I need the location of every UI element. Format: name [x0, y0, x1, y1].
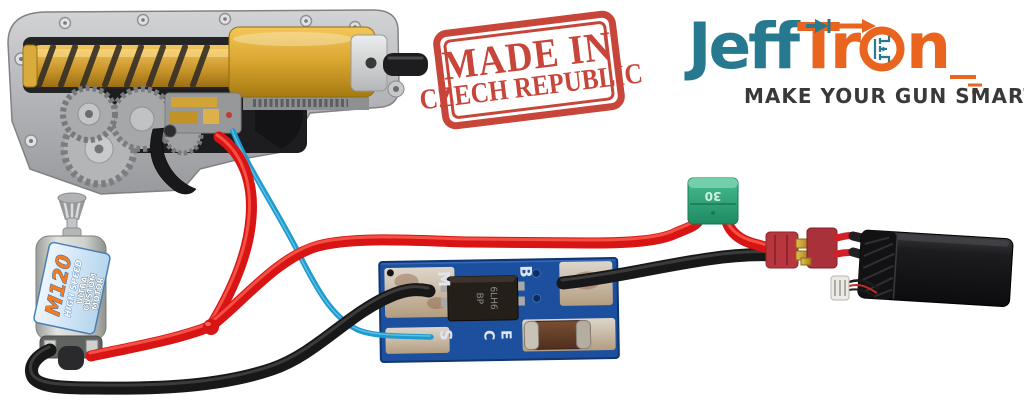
nozzle	[383, 53, 428, 76]
battery-assembly	[765, 227, 1014, 308]
motor-endbell	[39, 335, 103, 370]
blade-fuse: 30	[687, 177, 739, 225]
jefftron-logo: JeffTr n MAKE YOUR	[688, 8, 1024, 112]
trigger-contacts	[164, 92, 242, 134]
balance-connector	[830, 275, 880, 301]
stamp-inner-border: MADE IN CZECH REPUBLIC	[418, 20, 644, 120]
ce-mark-e: E	[497, 330, 513, 340]
diode-component	[523, 319, 592, 350]
pad-label-battery: B	[516, 265, 535, 278]
motor-terminal-negative	[43, 339, 57, 353]
logo-tagline: MAKE YOUR GUN SMART	[744, 84, 1024, 108]
deans-connector	[765, 227, 838, 269]
pad-label-signal: S	[436, 329, 455, 341]
chip-marking-1: BP	[474, 292, 484, 304]
logo-jeff-text: Jeff	[688, 10, 800, 83]
tappet-plate	[243, 97, 369, 110]
ce-mark-c: C	[480, 330, 496, 341]
fuse-rating-text: 30	[705, 189, 722, 203]
trigger	[150, 127, 197, 195]
ground-symbol-icon	[950, 75, 982, 94]
logo-n-text: n	[906, 10, 951, 83]
lipo-battery	[857, 229, 1014, 308]
motor-illustration: M120 HIGH SPEED ULTRA CUSTOM MOTOR	[33, 192, 111, 370]
cylinder	[228, 26, 428, 98]
pad-label-motor: M	[434, 271, 453, 287]
main-spring	[36, 44, 210, 88]
diode-arrow-icon	[806, 19, 876, 33]
pinion-gear	[57, 192, 87, 239]
motor-terminal-positive	[85, 339, 99, 353]
trigger-pivot	[163, 124, 177, 138]
mosfet-board: BP 6LH6 M B S C E	[378, 256, 620, 364]
made-in-stamp: MADE IN CZECH REPUBLIC	[418, 9, 644, 131]
gearbox-illustration	[7, 9, 428, 195]
logo-wordmark: JeffTr n	[688, 8, 951, 86]
mosfet-symbol-o-icon	[859, 26, 905, 72]
solder-junction	[203, 319, 219, 335]
chip-marking-2: 6LH6	[488, 286, 498, 310]
